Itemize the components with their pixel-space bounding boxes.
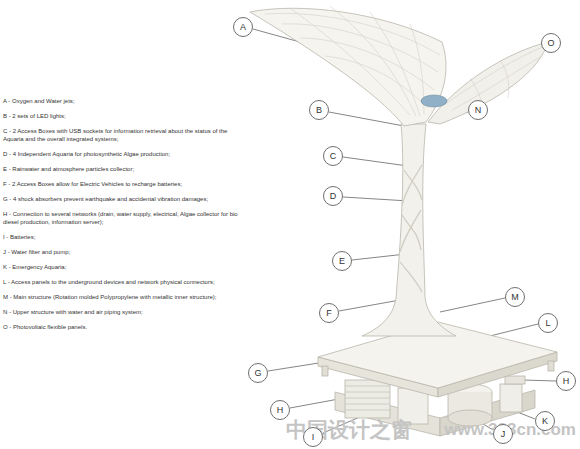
- callout-circle: L: [538, 313, 558, 333]
- callout-letter: N: [475, 105, 482, 115]
- callout-letter: H: [563, 376, 570, 386]
- callout-circle: N: [468, 100, 488, 120]
- key-item: C - 2 Access Boxes with USB sockets for …: [3, 127, 241, 143]
- callout-circle: G: [248, 363, 268, 383]
- callout-circle: F: [319, 303, 339, 323]
- key-item: J - Water filter and pump;: [3, 248, 241, 256]
- key-item: A - Oxygen and Water jets;: [3, 97, 241, 105]
- callout-letter: D: [330, 191, 337, 201]
- callout-circle: A: [233, 17, 253, 37]
- callout-circle: M: [505, 287, 525, 307]
- key-item: G - 4 shock absorbers prevent earthquake…: [3, 195, 241, 203]
- key-item: L - Access panels to the underground dev…: [3, 278, 241, 286]
- callout-letter: C: [330, 151, 337, 161]
- key-item: M - Main structure (Rotation molded Poly…: [3, 293, 241, 301]
- callout-letter: L: [545, 318, 550, 328]
- key-item: O - Photovoltaic flexible panels.: [3, 323, 241, 331]
- callout-circle: J: [493, 424, 513, 444]
- key-item: E - Rainwater and atmosphere particles c…: [3, 165, 241, 173]
- key-item: H - Connection to several networks (drai…: [3, 210, 241, 226]
- callout-letter: A: [240, 22, 246, 32]
- callout-circle: C: [323, 146, 343, 166]
- callout-circle: D: [323, 186, 343, 206]
- callout-letter: E: [339, 256, 345, 266]
- key-item: K - Emergency Aquaria;: [3, 263, 241, 271]
- callout-letter: H: [277, 405, 284, 415]
- callout-letter: J: [501, 429, 506, 439]
- key-item: N - Upper structure with water and air p…: [3, 308, 241, 316]
- callout-letter: B: [316, 105, 322, 115]
- callout-circle: H: [270, 400, 290, 420]
- key-item: I - Batteries;: [3, 233, 241, 241]
- callout-circle: E: [332, 251, 352, 271]
- callout-circle: B: [309, 100, 329, 120]
- callout-circle: I: [303, 427, 323, 447]
- callout-letter: F: [326, 308, 332, 318]
- callout-letter: M: [511, 292, 519, 302]
- callout-letter: I: [312, 432, 315, 442]
- callout-letter: G: [254, 368, 261, 378]
- callout-circle: K: [535, 411, 555, 431]
- callout-letter: K: [542, 416, 548, 426]
- key-item: D - 4 Independent Aquaria for photosynth…: [3, 150, 241, 158]
- key-item: B - 2 sets of LED lights;: [3, 112, 241, 120]
- callout-circle: H: [556, 371, 576, 391]
- callout-letter: O: [547, 38, 554, 48]
- callout-circle: O: [541, 33, 561, 53]
- key-item: F - 2 Access Boxes allow for Electric Ve…: [3, 180, 241, 188]
